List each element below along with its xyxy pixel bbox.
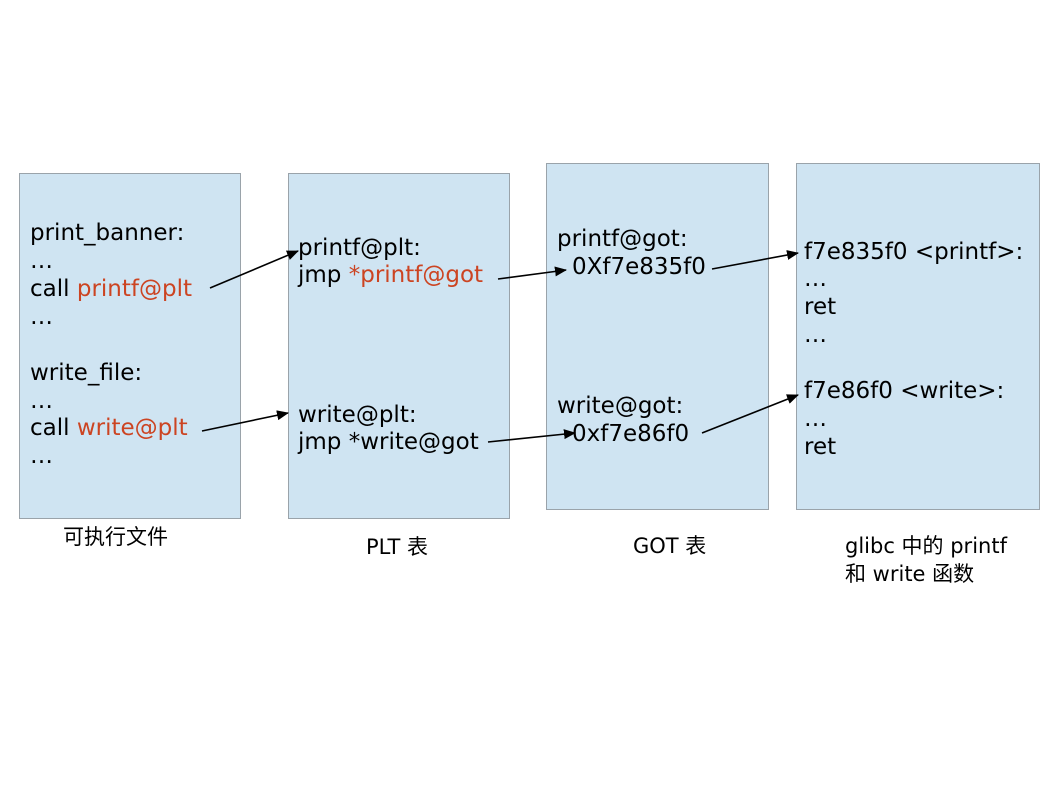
exe-ellipsis-4: … <box>30 443 53 469</box>
caption-glibc-line-1: glibc 中的 printf <box>845 534 1007 558</box>
exe-ellipsis-2: … <box>30 304 53 330</box>
exe-call-write-line: call write@plt <box>30 414 188 442</box>
exe-write-file-label: write_file: <box>30 360 143 386</box>
exe-call-keyword: call <box>30 276 77 302</box>
got-table-box <box>546 163 769 510</box>
plt-printf-label: printf@plt: <box>298 235 421 261</box>
caption-executable: 可执行文件 <box>63 525 168 549</box>
caption-got: GOT 表 <box>633 534 707 558</box>
executable-box <box>19 173 241 519</box>
got-printf-label: printf@got: <box>557 226 688 252</box>
plt-table-box <box>288 173 510 519</box>
lib-ret-1: ret <box>804 294 837 320</box>
exe-call-keyword: call <box>30 415 77 441</box>
caption-plt: PLT 表 <box>366 535 428 559</box>
plt-printf-got-ref: *printf@got <box>348 262 484 288</box>
plt-jmp-keyword: jmp <box>298 262 349 288</box>
exe-write-plt-ref: write@plt <box>76 415 188 441</box>
got-write-label: write@got: <box>557 393 684 419</box>
lib-printf-header: f7e835f0 <printf>: <box>804 239 1024 265</box>
exe-print-banner-label: print_banner: <box>30 220 185 246</box>
exe-ellipsis-3: … <box>30 388 53 414</box>
lib-write-header: f7e86f0 <write>: <box>804 378 1005 404</box>
plt-write-jmp-line: jmp *write@got <box>298 429 479 455</box>
lib-ellipsis-3: … <box>804 406 827 432</box>
lib-ellipsis-2: … <box>804 322 827 348</box>
lib-ret-2: ret <box>804 434 837 460</box>
plt-write-label: write@plt: <box>298 402 417 428</box>
exe-printf-plt-ref: printf@plt <box>76 276 192 302</box>
got-write-address: 0xf7e86f0 <box>572 421 690 447</box>
exe-call-printf-line: call printf@plt <box>30 275 192 303</box>
lib-ellipsis-1: … <box>804 266 827 292</box>
exe-ellipsis-1: … <box>30 248 53 274</box>
caption-glibc-line-2: 和 write 函数 <box>845 562 975 586</box>
plt-printf-jmp-line: jmp *printf@got <box>298 261 483 289</box>
got-printf-address: 0Xf7e835f0 <box>572 254 706 280</box>
glibc-functions-box <box>796 163 1040 510</box>
